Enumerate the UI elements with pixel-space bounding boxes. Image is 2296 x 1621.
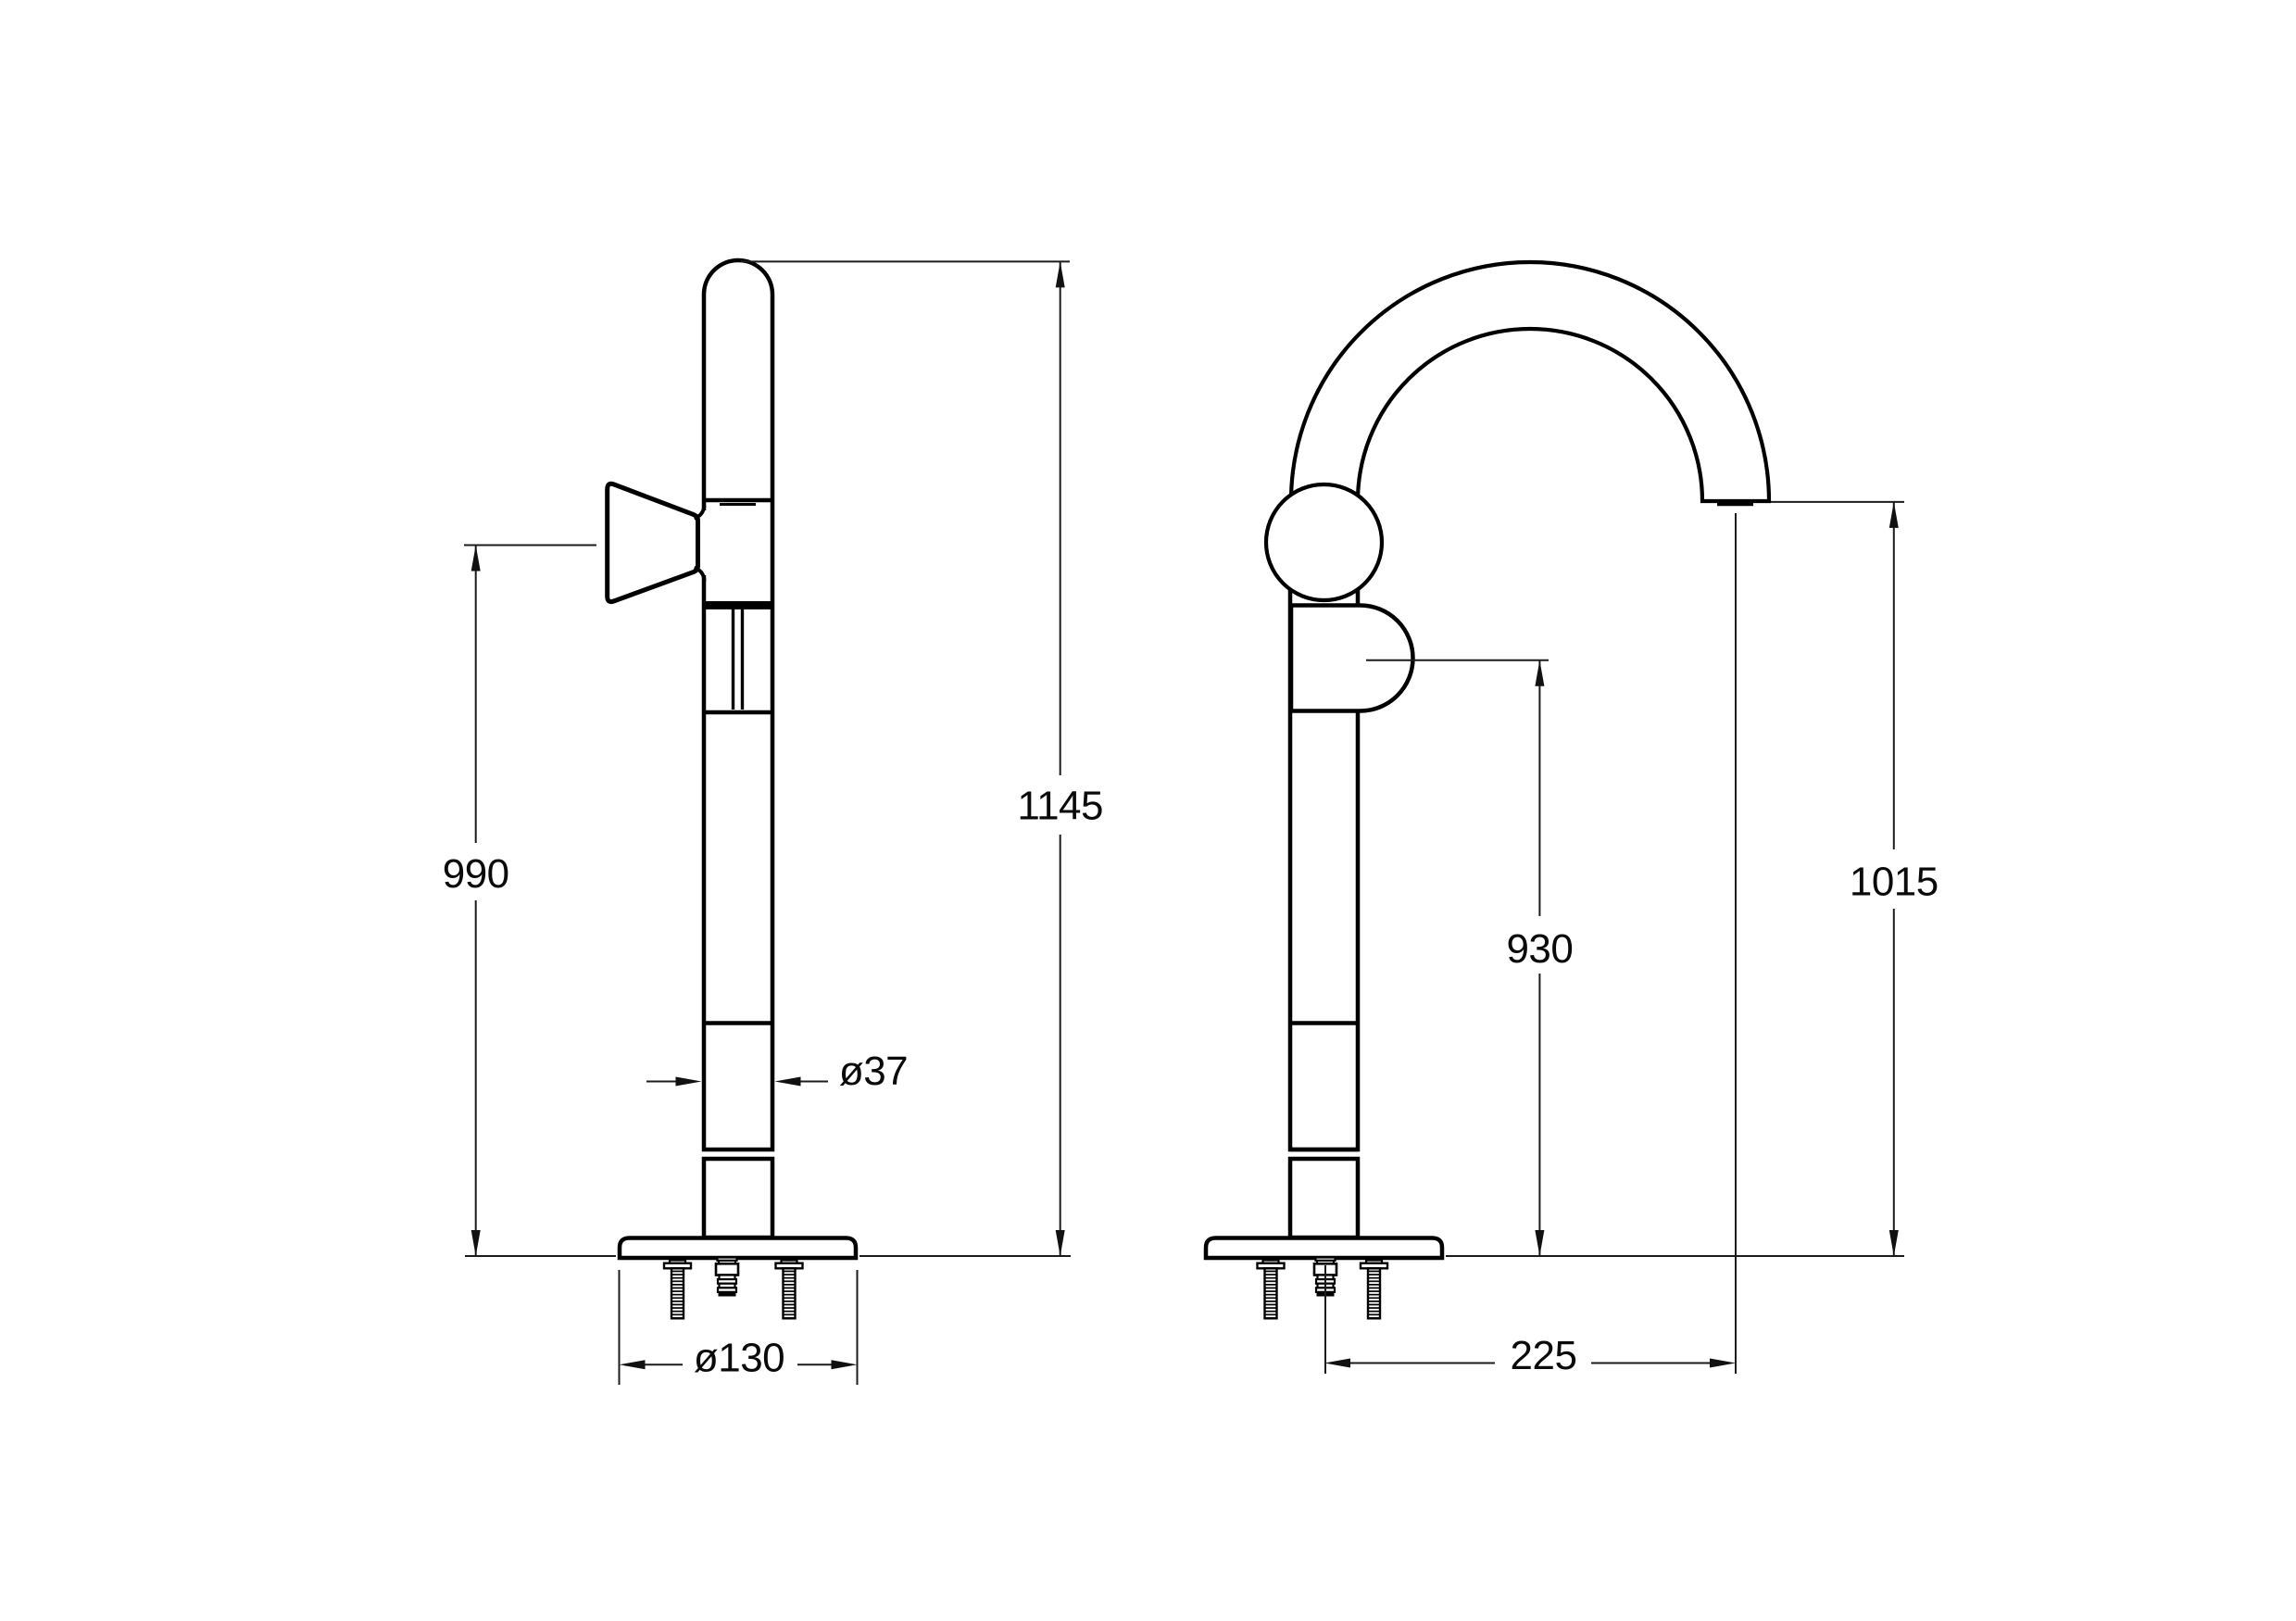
svg-text:1145: 1145 — [1017, 784, 1103, 829]
svg-text:1015: 1015 — [1850, 860, 1938, 905]
svg-text:930: 930 — [1506, 926, 1573, 972]
svg-text:990: 990 — [443, 851, 509, 897]
svg-text:ø37: ø37 — [839, 1049, 908, 1094]
svg-text:ø130: ø130 — [694, 1336, 784, 1381]
svg-text:225: 225 — [1511, 1333, 1577, 1378]
